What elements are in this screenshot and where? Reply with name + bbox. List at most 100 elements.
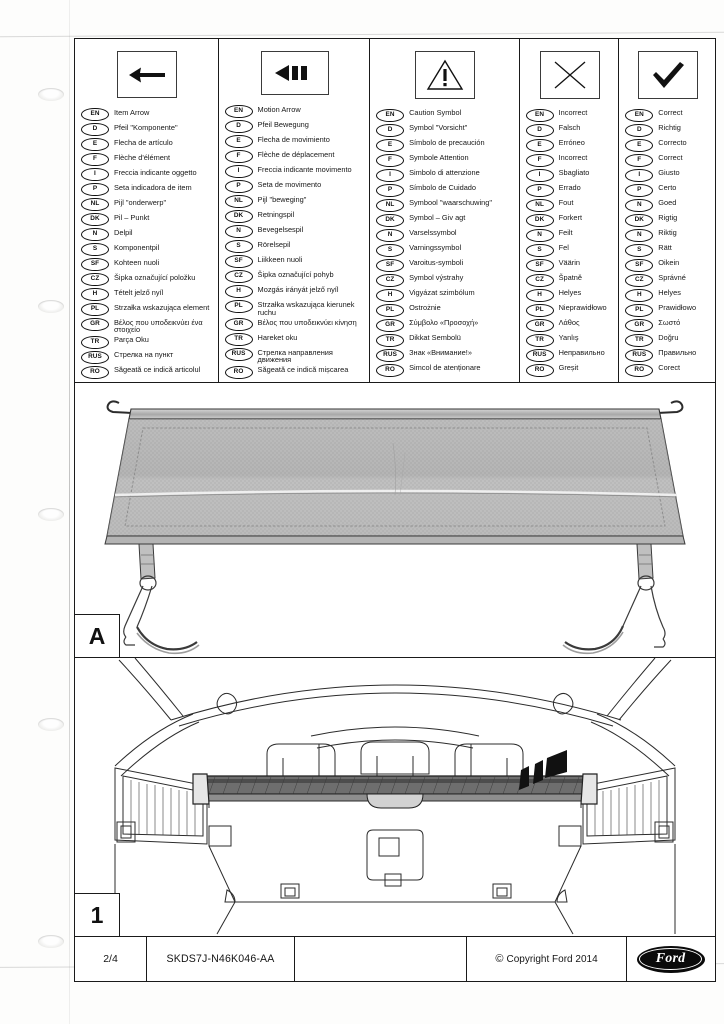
language-code-badge: DK	[81, 212, 109, 227]
cargo-cover-drawing	[104, 400, 686, 655]
language-code-badge: DK	[625, 213, 654, 227]
language-term-text: Săgeată ce indică mișcarea	[257, 365, 349, 375]
language-term-text: Βέλος που υποδεικνύει ένα στοιχείο	[114, 317, 203, 335]
language-code-badge: CZ	[376, 273, 405, 287]
language-term-text: Varselssymbol	[409, 228, 457, 238]
language-term-text: Mozgás irányát jelző nyíl	[257, 284, 339, 294]
language-code-badge: EN	[376, 108, 405, 122]
motion-arrow-annotation	[519, 750, 567, 790]
panel-1-installation-step: 1	[75, 658, 715, 937]
caution-symbol-icon-box	[415, 51, 476, 99]
language-term-text: Správné	[658, 273, 686, 283]
language-code-badge: P	[525, 183, 554, 197]
language-term-text: Seta indicadora de item	[114, 182, 192, 192]
language-code-badge: NL	[81, 197, 109, 212]
binder-hole-punch	[38, 88, 64, 101]
language-code-badge: GR	[224, 317, 253, 332]
vehicle-interior-drawing	[114, 658, 676, 935]
language-term-text: Rigtig	[658, 213, 678, 223]
language-code-badge: E	[376, 138, 405, 152]
language-term-text: Freccia indicante movimento	[257, 164, 352, 174]
language-term-text: Delpil	[114, 227, 133, 237]
incorrect-cross-icon-box	[539, 51, 600, 99]
language-code-badge: D	[376, 123, 405, 137]
correct-check-icon-box	[638, 51, 699, 99]
language-term-text: Certo	[658, 183, 677, 193]
language-code-badge: RO	[625, 363, 654, 377]
language-term-text: Falsch	[558, 123, 581, 133]
language-code-badge: TR	[525, 333, 554, 347]
language-code-badge: P	[625, 183, 654, 197]
language-code-badge: RUS	[525, 348, 554, 362]
language-code-badge: D	[625, 123, 654, 137]
language-term-text: Caution Symbol	[409, 108, 462, 118]
language-term-text: Symbole Attention	[409, 153, 469, 163]
language-term-text: Incorrect	[558, 108, 588, 118]
language-code-badge: H	[625, 288, 654, 302]
correct-check-icon	[649, 59, 687, 91]
language-term-text: Riktig	[658, 228, 677, 238]
language-term-text: Правильно	[658, 348, 697, 358]
language-code-badge: PL	[224, 299, 253, 314]
language-code-badge: H	[81, 287, 109, 302]
language-code-badge: TR	[376, 333, 405, 347]
language-code-badge: PL	[376, 303, 405, 317]
binder-hole-punch	[38, 935, 64, 948]
legend-row: N Varselssymbol	[376, 228, 515, 242]
language-code-badge: S	[81, 242, 109, 257]
language-term-text: Symbol – Giv agt	[409, 213, 466, 223]
language-term-text: Знак «Внимание!»	[409, 348, 472, 358]
language-term-text: Fel	[558, 243, 569, 253]
ford-logo-cell: Ford	[627, 937, 714, 981]
language-code-badge: E	[525, 138, 554, 152]
language-term-text: Неправильно	[558, 348, 605, 358]
incorrect-cross-icon	[552, 59, 588, 91]
legend-row: EN Caution Symbol	[376, 108, 515, 122]
document-footer: 2/4 SKDS7J-N46K046-AA © Copyright Ford 2…	[75, 937, 715, 981]
language-term-text: Pfeil "Komponente"	[114, 122, 178, 132]
binder-spine-line	[69, 0, 70, 1024]
language-term-text: Doğru	[658, 333, 679, 343]
language-term-text: Varoitus-symboli	[409, 258, 464, 268]
language-code-badge: F	[525, 153, 554, 167]
language-term-text: Nieprawidłowo	[558, 303, 607, 313]
binder-hole-punch	[38, 300, 64, 313]
language-code-badge: S	[224, 239, 253, 254]
language-code-badge: N	[376, 228, 405, 242]
language-code-badge: F	[625, 153, 654, 167]
language-code-badge: N	[224, 224, 253, 239]
language-term-text: Helyes	[558, 288, 582, 298]
language-term-text: Стрелка на пункт	[114, 350, 174, 360]
language-code-badge: RO	[224, 365, 253, 379]
